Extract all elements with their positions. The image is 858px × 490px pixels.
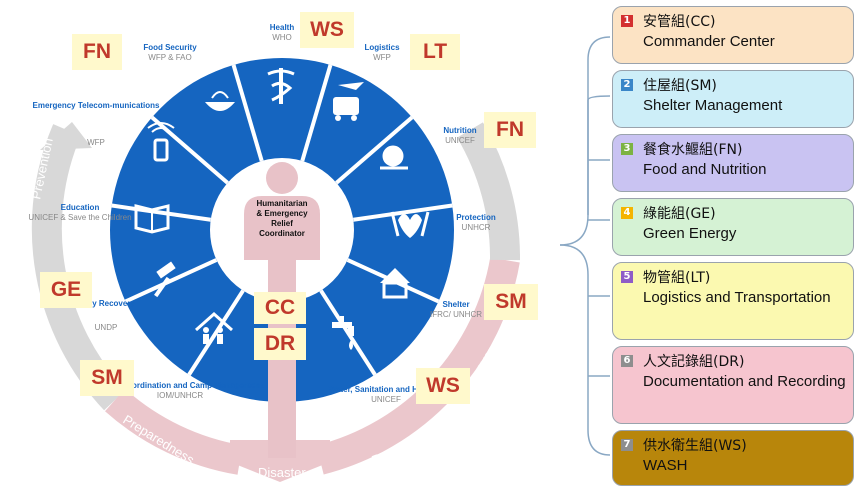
tag-sm-right: SM <box>484 284 538 320</box>
group-badge: 4 <box>621 207 633 219</box>
tag-ws-bottom: WS <box>416 368 470 404</box>
group-zh-label: 餐食水鰋組(FN) <box>643 142 743 158</box>
group-en-label: WASH <box>643 457 688 474</box>
cluster-nutrition-agency: UNICEF <box>445 136 475 145</box>
tag-ge: GE <box>40 272 92 308</box>
group-connector-bracket <box>559 36 611 456</box>
group-badge: 6 <box>621 355 633 367</box>
phase-reconstruction: Reconstruction <box>520 193 550 281</box>
group-badge: 5 <box>621 271 633 283</box>
house-icon <box>380 268 410 299</box>
group-zh-label: 綠能組(GE) <box>643 206 716 222</box>
group-en-label: Food and Nutrition <box>643 161 767 178</box>
cluster-early-recovery-name: Early Recovery <box>77 299 135 308</box>
group-zh-label: 安管組(CC) <box>643 14 716 30</box>
segment-divider <box>231 64 264 162</box>
segment-divider <box>335 115 414 185</box>
group-en-label: Documentation and Recording <box>643 373 846 390</box>
cluster-early-recovery-agency: UNDP <box>95 323 118 332</box>
cluster-nutrition-name: Nutrition <box>443 126 476 135</box>
group-zh-label: 供水衛生組(WS) <box>643 438 747 454</box>
cluster-protection-name: Protection <box>456 213 496 222</box>
cluster-shelter-name: Shelter <box>442 300 469 309</box>
protecting-hands-icon <box>390 211 430 238</box>
group-zh-label: 住屋組(SM) <box>643 78 717 94</box>
center-title-line-1: Humanitarian <box>256 199 307 208</box>
cluster-wash-name: Water, Sanitation and Hygiene <box>329 385 444 394</box>
group-badge: 1 <box>621 15 633 27</box>
segment-divider <box>319 289 377 376</box>
center-title-line-4: Coordinator <box>259 229 305 238</box>
baby-bottle-icon <box>380 145 408 170</box>
group-badge: 7 <box>621 439 633 451</box>
group-cc-panel: 1 安管組(CC) Commander Center <box>612 6 854 64</box>
group-badge: 2 <box>621 79 633 91</box>
group-zh-label: 物管組(LT) <box>643 270 711 286</box>
group-ws-panel: 7 供水衛生組(WS) WASH <box>612 430 854 486</box>
food-bowl-icon <box>205 91 235 111</box>
cluster-telecom-agency: WFP <box>87 138 105 147</box>
tag-lt: LT <box>410 34 460 70</box>
cluster-cccm-agency: IOM/UNHCR <box>157 391 203 400</box>
segment-divider <box>124 258 218 304</box>
group-en-label: Logistics and Transportation <box>643 289 831 306</box>
water-tap-icon <box>332 316 354 350</box>
family-shelter-icon <box>195 311 233 344</box>
group-en-label: Shelter Management <box>643 97 783 114</box>
cluster-telecom-name: Emergency Telecom-munications <box>33 101 161 110</box>
cluster-education-name: Education <box>61 203 100 212</box>
tag-dr: DR <box>254 328 306 360</box>
cluster-wheel-diagram: Humanitarian & Emergency Relief Coordina… <box>28 23 550 482</box>
book-icon <box>134 204 170 234</box>
caduceus-icon <box>267 68 295 104</box>
tag-ws-top: WS <box>300 12 354 48</box>
group-fn-panel: 3 餐食水鰋組(FN) Food and Nutrition <box>612 134 854 192</box>
segment-divider <box>300 64 333 162</box>
cluster-protection-agency: UNHCR <box>462 223 491 232</box>
group-en-label: Green Energy <box>643 225 737 242</box>
center-title-line-3: Relief <box>271 219 293 228</box>
group-badge: 3 <box>621 143 633 155</box>
segment-divider <box>352 203 453 222</box>
group-zh-label: 人文記錄組(DR) <box>643 354 745 370</box>
cluster-logistics-agency: WFP <box>373 53 391 62</box>
segment-divider <box>187 289 245 376</box>
hammer-icon <box>154 261 176 298</box>
phone-signal-icon <box>147 122 175 162</box>
cluster-health-agency: WHO <box>272 33 292 42</box>
cluster-food-security-agency: WFP & FAO <box>148 53 191 62</box>
tag-fn-right: FN <box>484 112 536 148</box>
cluster-logistics-name: Logistics <box>364 43 400 52</box>
cluster-health-name: Health <box>270 23 295 32</box>
cluster-food-security-name: Food Security <box>143 43 197 52</box>
segment-divider <box>111 203 212 222</box>
phase-disaster: Disaster <box>258 465 306 480</box>
truck-plane-icon <box>333 82 364 121</box>
tag-cc: CC <box>254 292 306 324</box>
cluster-wash-agency: UNICEF <box>371 395 401 404</box>
group-sm-panel: 2 住屋組(SM) Shelter Management <box>612 70 854 128</box>
cluster-cccm-name: Camp Coordination and Camp Management <box>97 381 264 390</box>
center-title-line-2: & Emergency <box>256 209 308 218</box>
group-en-label: Commander Center <box>643 33 775 50</box>
tag-sm-left: SM <box>80 360 134 396</box>
group-dr-panel: 6 人文記錄組(DR) Documentation and Recording <box>612 346 854 424</box>
cluster-education-agency: UNICEF & Save the Children <box>28 213 131 222</box>
group-ge-panel: 4 綠能組(GE) Green Energy <box>612 198 854 256</box>
group-lt-panel: 5 物管組(LT) Logistics and Transportation <box>612 262 854 340</box>
tag-fn-top: FN <box>72 34 122 70</box>
cluster-shelter-agency: IFRC/ UNHCR <box>430 310 482 319</box>
